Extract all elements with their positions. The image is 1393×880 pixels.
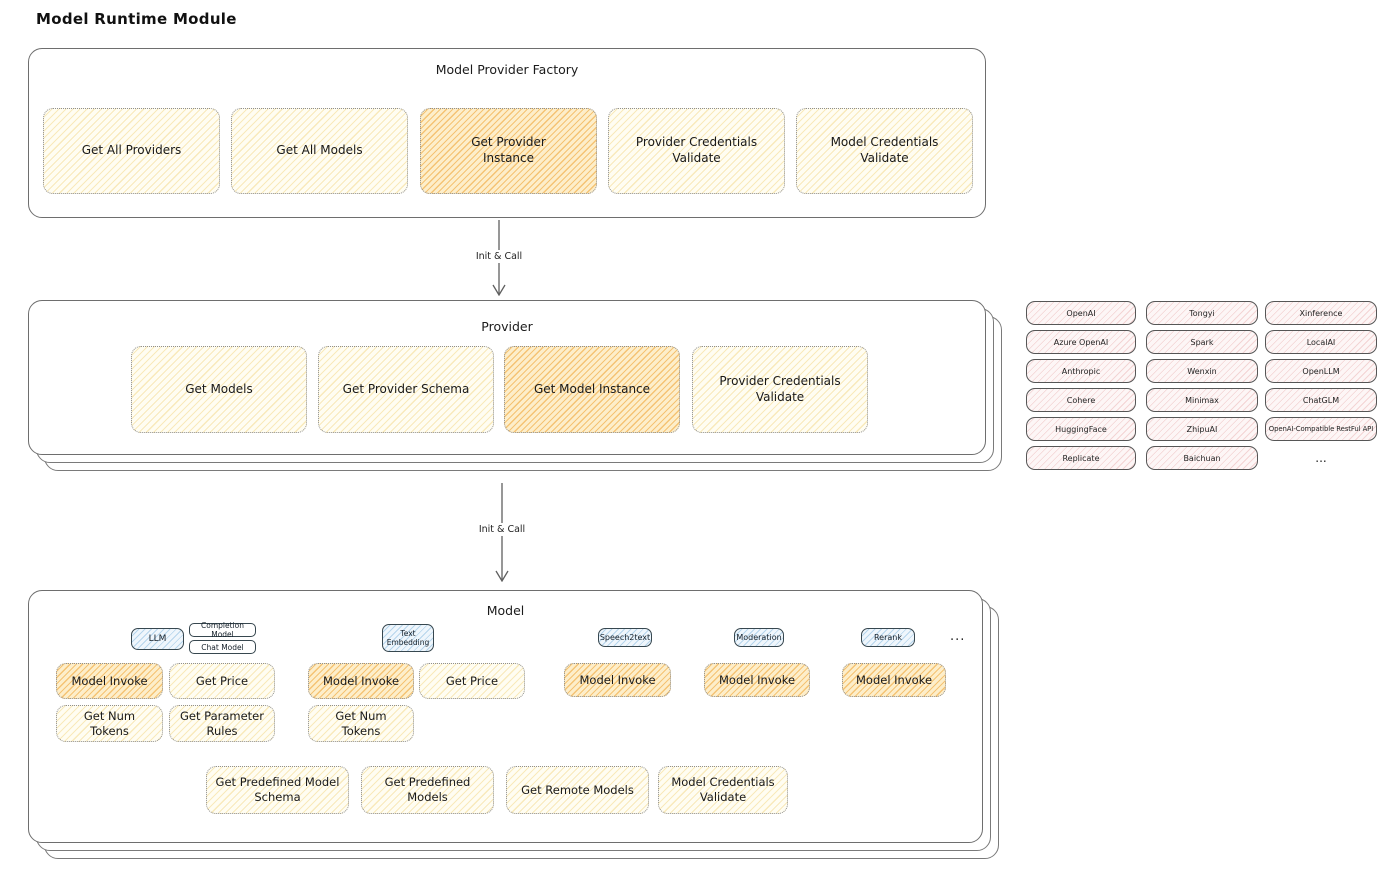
provider-cohere: Cohere	[1026, 388, 1136, 412]
node-model-credentials-validate-2: Model Credentials Validate	[658, 766, 788, 814]
arrow-label-init-call-2: Init & Call	[474, 523, 530, 536]
node-model-credentials-validate: Model Credentials Validate	[796, 108, 973, 194]
arrow-label-init-call: Init & Call	[471, 250, 527, 263]
tag-completion-model: Completion Model	[189, 621, 256, 639]
node-get-predefined-model-schema: Get Predefined Model Schema	[206, 766, 349, 814]
node-llm-get-parameter-rules: Get Parameter Rules	[169, 705, 275, 742]
model-tags-more: ...	[950, 629, 966, 644]
factory-panel: Model Provider Factory Get All Providers…	[28, 48, 986, 218]
node-llm-model-invoke: Model Invoke	[56, 663, 163, 699]
factory-section: Model Provider Factory Get All Providers…	[28, 48, 986, 218]
node-embedding-model-invoke: Model Invoke	[308, 663, 414, 699]
provider-baichuan: Baichuan	[1146, 446, 1258, 470]
provider-chatglm: ChatGLM	[1265, 388, 1377, 412]
node-llm-get-price: Get Price	[169, 663, 275, 699]
node-provider-credentials-validate: Provider Credentials Validate	[608, 108, 785, 194]
provider-list-column-1: OpenAI Azure OpenAI Anthropic Cohere Hug…	[1026, 301, 1136, 475]
provider-anthropic: Anthropic	[1026, 359, 1136, 383]
factory-title: Model Provider Factory	[435, 62, 579, 77]
provider-tongyi: Tongyi	[1146, 301, 1258, 325]
tag-speech2text: Speech2text	[598, 628, 652, 647]
provider-openllm: OpenLLM	[1265, 359, 1377, 383]
provider-wenxin: Wenxin	[1146, 359, 1258, 383]
provider-huggingface: HuggingFace	[1026, 417, 1136, 441]
model-title: Model	[486, 603, 525, 618]
model-panel: Model LLM Completion Model Chat Model Te…	[28, 590, 983, 843]
model-section: Model LLM Completion Model Chat Model Te…	[28, 590, 999, 859]
provider-openai: OpenAI	[1026, 301, 1136, 325]
node-get-provider-schema: Get Provider Schema	[318, 346, 494, 433]
arrow-factory-to-provider: Init & Call	[471, 220, 527, 296]
provider-xinference: Xinference	[1265, 301, 1377, 325]
node-provider-credentials-validate-2: Provider Credentials Validate	[692, 346, 868, 433]
provider-section: Provider Get Models Get Provider Schema …	[28, 300, 1002, 471]
provider-zhipuai: ZhipuAI	[1146, 417, 1258, 441]
provider-minimax: Minimax	[1146, 388, 1258, 412]
node-get-model-instance: Get Model Instance	[504, 346, 680, 433]
provider-azure-openai: Azure OpenAI	[1026, 330, 1136, 354]
tag-chat-model: Chat Model	[189, 640, 256, 654]
node-get-models: Get Models	[131, 346, 307, 433]
provider-list: OpenAI Azure OpenAI Anthropic Cohere Hug…	[1026, 301, 1377, 471]
node-get-all-providers: Get All Providers	[43, 108, 220, 194]
provider-list-column-2: Tongyi Spark Wenxin Minimax ZhipuAI Baic…	[1146, 301, 1258, 475]
provider-localai: LocalAI	[1265, 330, 1377, 354]
provider-spark: Spark	[1146, 330, 1258, 354]
node-llm-get-num-tokens: Get Num Tokens	[56, 705, 163, 742]
tag-rerank: Rerank	[861, 628, 915, 647]
tag-moderation: Moderation	[734, 628, 784, 647]
node-get-provider-instance: Get Provider Instance	[420, 108, 597, 194]
provider-replicate: Replicate	[1026, 446, 1136, 470]
node-speech2text-model-invoke: Model Invoke	[564, 663, 671, 697]
node-embedding-get-num-tokens: Get Num Tokens	[308, 705, 414, 742]
node-embedding-get-price: Get Price	[419, 663, 525, 699]
node-get-predefined-models: Get Predefined Models	[361, 766, 494, 814]
node-rerank-model-invoke: Model Invoke	[842, 663, 946, 697]
tag-text-embedding: Text Embedding	[382, 624, 434, 652]
provider-list-column-3: Xinference LocalAI OpenLLM ChatGLM OpenA…	[1265, 301, 1377, 470]
node-get-remote-models: Get Remote Models	[506, 766, 649, 814]
arrow-provider-to-model: Init & Call	[474, 483, 530, 582]
provider-title: Provider	[481, 319, 533, 334]
provider-list-more: ...	[1315, 451, 1327, 465]
provider-panel: Provider Get Models Get Provider Schema …	[28, 300, 986, 455]
page-title: Model Runtime Module	[36, 10, 237, 28]
node-moderation-model-invoke: Model Invoke	[704, 663, 810, 697]
tag-llm: LLM	[131, 628, 184, 650]
provider-openai-compatible: OpenAI-Compatible RestFul API	[1265, 417, 1377, 441]
node-get-all-models: Get All Models	[231, 108, 408, 194]
